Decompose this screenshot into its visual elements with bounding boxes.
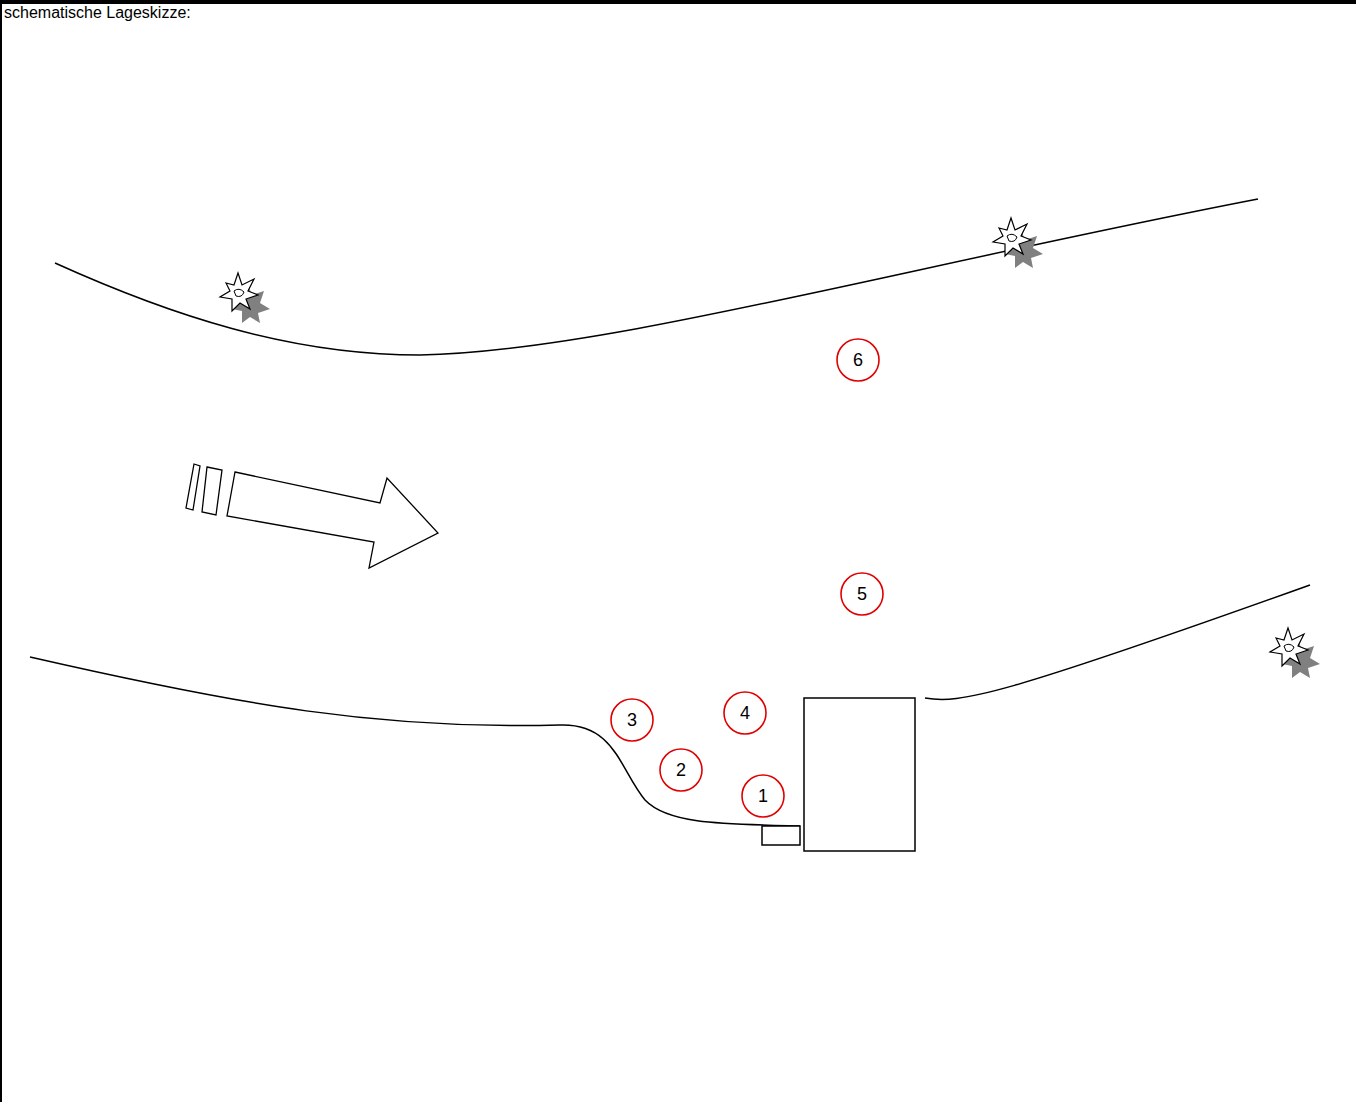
callout-number: 2: [659, 760, 703, 781]
frame-left: [0, 0, 2, 1102]
callout-circle: 4: [723, 691, 767, 735]
frame-top: [0, 0, 1356, 4]
callout-circle: 3: [610, 698, 654, 742]
callout-number: 3: [610, 710, 654, 731]
river-bank: [30, 657, 800, 826]
callout-circle: 2: [659, 748, 703, 792]
sketch-title: schematische Lageskizze:: [4, 4, 191, 22]
tree-symbol: [1270, 628, 1320, 678]
building: [804, 698, 915, 851]
river-bank: [55, 199, 1258, 355]
small-structure: [762, 826, 800, 845]
callout-circle: 5: [840, 572, 884, 616]
callout-number: 5: [840, 584, 884, 605]
river-bank: [925, 585, 1310, 699]
tree-symbol: [993, 218, 1043, 268]
callout-number: 6: [836, 350, 880, 371]
flow-arrow: [186, 464, 438, 568]
callout-circle: 6: [836, 338, 880, 382]
callout-number: 1: [741, 786, 785, 807]
tree-symbol: [220, 273, 270, 323]
callout-circle: 1: [741, 774, 785, 818]
callout-number: 4: [723, 703, 767, 724]
